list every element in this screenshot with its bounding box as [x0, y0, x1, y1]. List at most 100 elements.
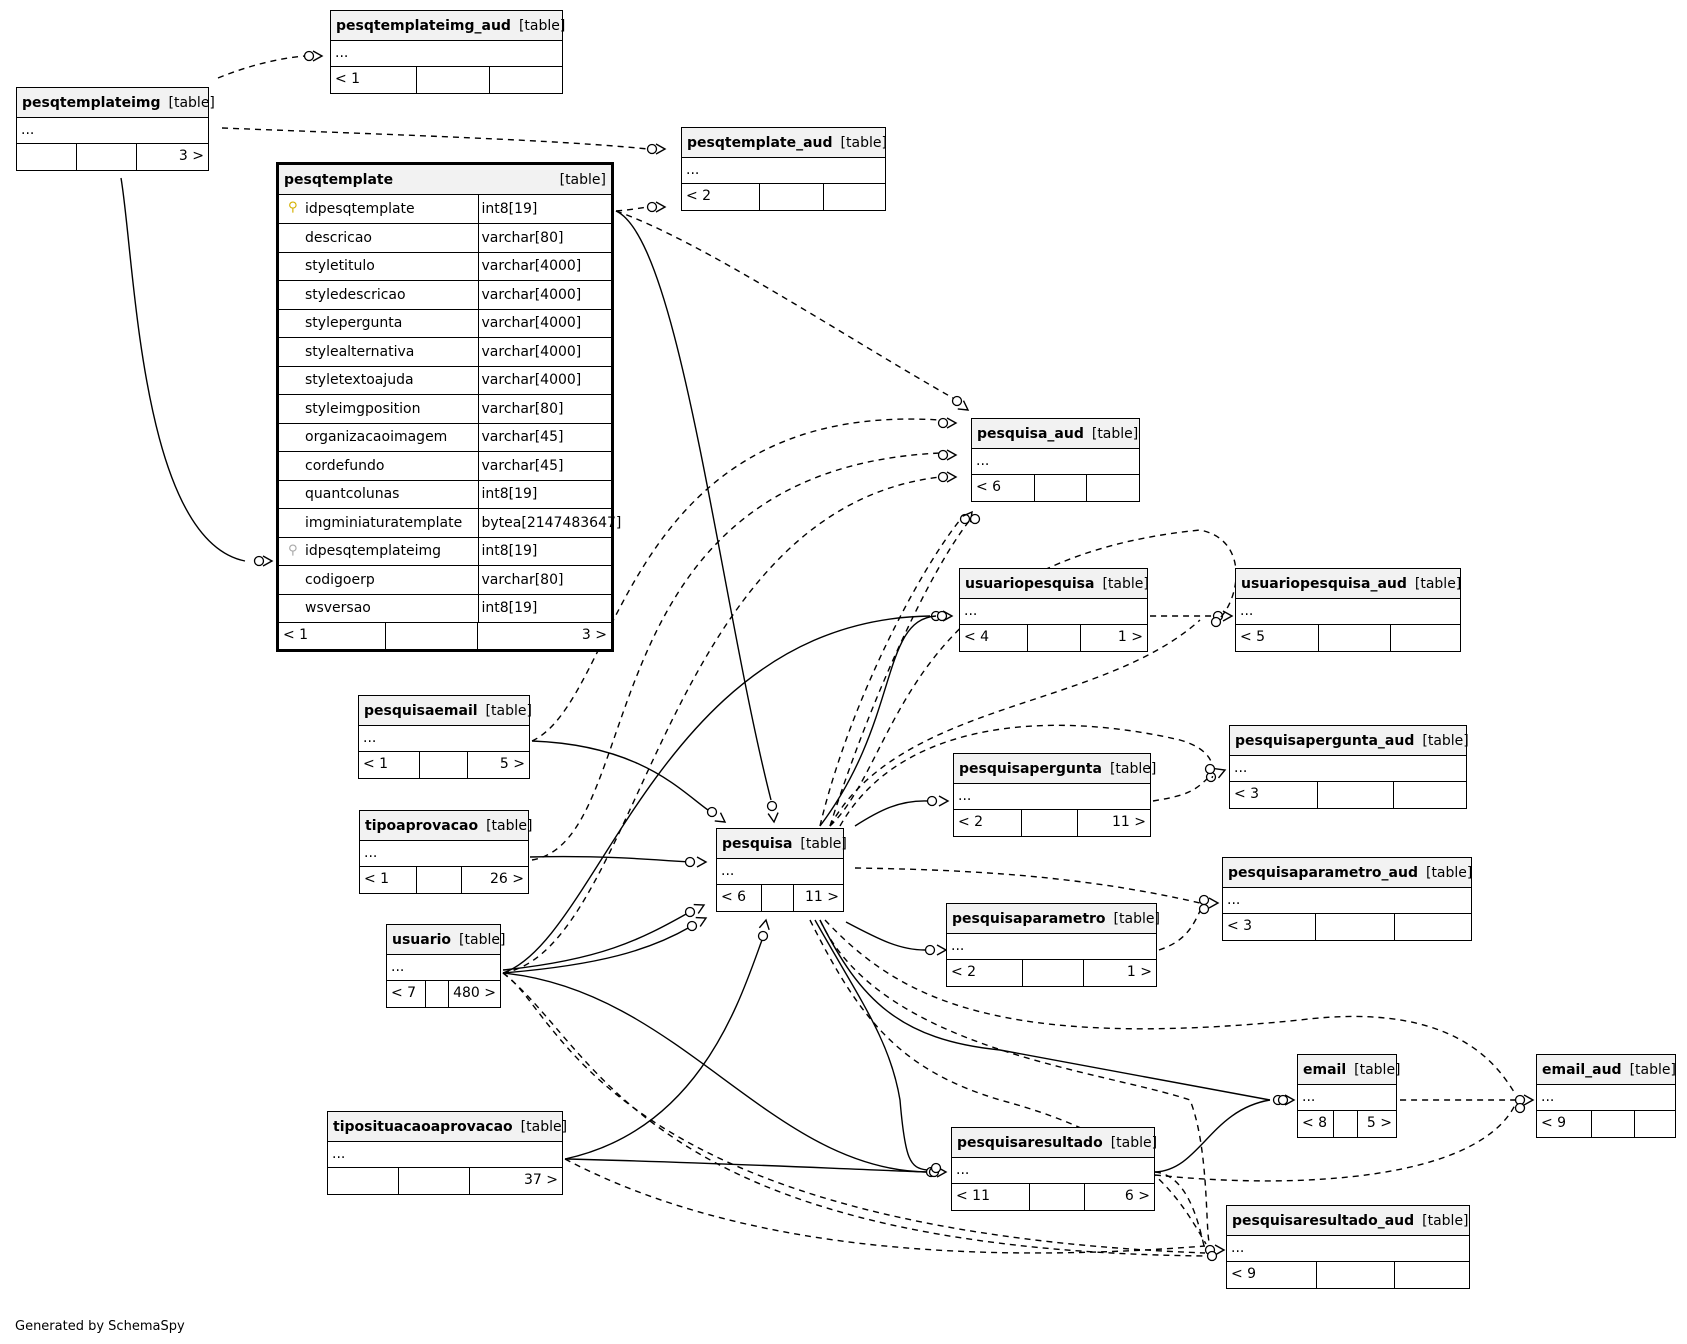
parents-count[interactable]: < 8 [1298, 1111, 1334, 1137]
parents-count[interactable]: < 4 [960, 625, 1028, 651]
table-ellipsis: ... [1298, 1085, 1396, 1111]
table-email_aud[interactable]: email_aud[table] ... < 9 [1536, 1054, 1676, 1138]
parents-count[interactable]: < 1 [331, 67, 417, 93]
parents-count[interactable]: < 5 [1236, 625, 1319, 651]
parents-count[interactable]: < 1 [360, 867, 417, 893]
table-pesquisaparametro_aud[interactable]: pesquisaparametro_aud[table] ... < 3 [1222, 857, 1472, 941]
table-pesquisa_aud[interactable]: pesquisa_aud[table] ... < 6 [971, 418, 1140, 502]
relationship-line [502, 972, 1206, 1254]
parents-count[interactable]: < 11 [952, 1184, 1030, 1210]
table-ellipsis: ... [1227, 1236, 1469, 1262]
parents-count[interactable] [328, 1168, 399, 1194]
relationship-line [839, 724, 1214, 827]
children-count[interactable]: 1 > [1117, 629, 1143, 645]
parents-count[interactable]: < 6 [972, 475, 1035, 501]
children-count[interactable]: 3 > [178, 148, 204, 164]
children-count[interactable]: 26 > [490, 871, 524, 887]
children-count[interactable]: 480 > [453, 985, 496, 1001]
children-count[interactable] [1391, 625, 1460, 651]
column-type: int8[19] [478, 537, 611, 566]
parents-count[interactable]: < 2 [947, 960, 1023, 986]
children-count[interactable]: 6 > [1124, 1188, 1150, 1204]
crow-foot-marker [696, 856, 708, 868]
parents-count[interactable]: < 9 [1537, 1111, 1592, 1137]
table-type: [table] [1110, 1134, 1158, 1151]
cardinality-zero-marker [766, 800, 778, 812]
children-count[interactable]: 5 > [1366, 1115, 1392, 1131]
children-count[interactable]: 11 > [805, 889, 839, 905]
relationship-line [502, 476, 941, 974]
row-count [1030, 1184, 1085, 1210]
parents-count[interactable]: < 3 [1223, 914, 1316, 940]
parents-count[interactable]: < 2 [954, 810, 1022, 836]
relationship-line [217, 55, 306, 79]
column-name-cell: imgminiaturatemplate [279, 508, 479, 538]
column-name-cell: organizacaoimagem [279, 423, 479, 452]
children-count[interactable] [1635, 1111, 1675, 1137]
children-count[interactable] [1087, 475, 1139, 501]
column-name-cell: cordefundo [279, 451, 479, 481]
table-ellipsis: ... [1230, 756, 1466, 782]
parents-count[interactable]: < 3 [1230, 782, 1318, 808]
children-count[interactable]: 37 > [524, 1172, 558, 1188]
children-count[interactable] [1395, 914, 1471, 940]
table-type: [table] [840, 134, 887, 151]
column-type: varchar[80] [478, 394, 611, 424]
table-pesqtemplate_aud[interactable]: pesqtemplate_aud[table] ... < 2 [681, 127, 887, 211]
table-pesqtemplateimg_aud[interactable]: pesqtemplateimg_aud[table] ... < 1 [330, 10, 565, 94]
column-name: wsversao [305, 600, 371, 617]
crow-foot-marker [655, 143, 667, 155]
children-count[interactable]: 1 > [1126, 964, 1152, 980]
table-tiposituacaoaprovacao[interactable]: tiposituacaoaprovacao[table] ... 37 > [327, 1111, 567, 1195]
parents-count[interactable] [17, 144, 77, 170]
children-count[interactable]: 11 > [1112, 814, 1146, 830]
parents-count[interactable]: < 7 [387, 981, 426, 1007]
column-type: int8[19] [478, 480, 611, 509]
children-count[interactable] [1395, 1262, 1469, 1288]
parents-count[interactable]: < 1 [279, 623, 386, 649]
table-usuariopesquisa_aud[interactable]: usuariopesquisa_aud[table] ... < 5 [1235, 568, 1461, 652]
parents-count[interactable]: < 2 [682, 184, 760, 210]
children-count[interactable] [490, 67, 562, 93]
table-pesquisapergunta_aud[interactable]: pesquisapergunta_aud[table] ... < 3 [1229, 725, 1469, 809]
table-type: [table] [1113, 910, 1160, 927]
parents-count[interactable]: < 1 [359, 752, 420, 778]
table-pesquisaresultado_aud[interactable]: pesquisaresultado_aud[table] ... < 9 [1226, 1205, 1470, 1289]
crow-foot-marker [695, 916, 708, 927]
parents-count[interactable]: < 9 [1227, 1262, 1317, 1288]
table-name: tipoaprovacao [365, 817, 479, 834]
children-count[interactable]: 5 > [499, 756, 525, 772]
row-count [386, 623, 478, 649]
children-count[interactable]: 3 > [581, 627, 607, 643]
parents-count[interactable]: < 6 [717, 885, 762, 911]
relationship-line [502, 972, 1207, 1257]
children-count[interactable] [824, 184, 885, 210]
table-pesqtemplateimg[interactable]: pesqtemplateimg[table] ... 3 > [16, 87, 215, 171]
children-count[interactable] [1394, 782, 1466, 808]
